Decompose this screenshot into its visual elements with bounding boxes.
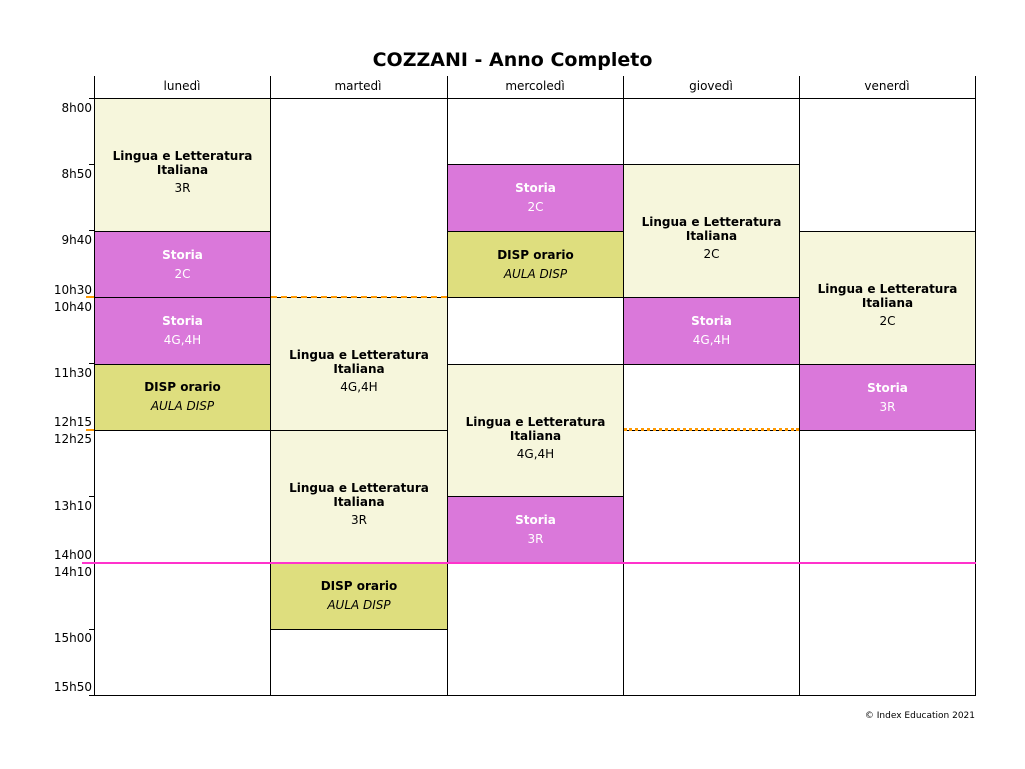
lesson-subject: DISP orario [320,579,398,593]
page-title: COZZANI - Anno Completo [372,49,653,71]
grid-line [94,695,976,696]
lesson-block[interactable]: Lingua e Letteratura Italiana 2C [799,231,976,365]
lesson-block[interactable]: Lingua e Letteratura Italiana 4G,4H [447,364,624,497]
grid-line [94,98,976,99]
lesson-class: 4G,4H [163,333,202,347]
time-label: 10h40 [53,300,92,314]
lesson-subject: Lingua e Letteratura Italiana [465,415,606,443]
break-marker [86,296,94,298]
day-header-giovedi: giovedì [689,79,733,93]
lesson-block[interactable]: Storia 4G,4H [623,297,800,365]
day-header-venerdi: venerdì [864,79,910,93]
time-label: 14h00 [53,548,92,562]
time-label: 13h10 [53,499,92,513]
lesson-subject: DISP orario [497,248,574,262]
break-marker [624,428,799,431]
lesson-block[interactable]: Storia 2C [94,231,271,298]
lesson-block[interactable]: DISP orario AULA DISP [270,563,448,630]
lesson-block[interactable]: Lingua e Letteratura Italiana 3R [270,430,448,564]
lesson-class: 2C [879,314,896,328]
lesson-subject: Lingua e Letteratura Italiana [289,481,429,509]
lesson-class: 2C [527,200,544,214]
time-label: 14h10 [53,565,92,579]
day-header-lunedi: lunedì [163,79,201,93]
lesson-class: 2C [703,247,720,261]
time-label: 9h40 [61,233,92,247]
day-header-mercoledi: mercoledì [505,79,565,93]
time-label: 10h30 [53,283,92,297]
lesson-block[interactable]: Storia 2C [447,164,624,232]
lesson-block[interactable]: Lingua e Letteratura Italiana 2C [623,164,800,298]
time-label: 8h00 [61,101,92,115]
lesson-subject: Storia [515,513,556,527]
lesson-class: 2C [174,267,191,281]
time-tick [89,98,95,99]
lesson-block[interactable]: Lingua e Letteratura Italiana 3R [94,98,271,232]
lesson-block[interactable]: DISP orario AULA DISP [94,364,271,431]
time-tick [89,496,95,497]
current-time-line [82,562,94,564]
lesson-subject: Lingua e Letteratura Italiana [289,348,429,376]
lesson-subject: Storia [867,381,908,395]
time-tick [89,230,95,231]
current-time-line [94,562,976,564]
day-header-martedi: martedì [334,79,382,93]
time-tick [89,695,95,696]
lesson-subject: Storia [162,248,203,262]
lesson-class: AULA DISP [327,598,391,612]
time-label: 12h15 [53,415,92,429]
lesson-class: 3R [351,513,367,527]
lesson-class: 4G,4H [340,380,378,394]
lesson-subject: Storia [162,314,203,328]
lesson-class: 4G,4H [692,333,731,347]
lesson-block[interactable]: Storia 3R [799,364,976,431]
lesson-subject: DISP orario [144,380,221,394]
time-tick [89,164,95,165]
break-marker [271,296,447,298]
lesson-class: AULA DISP [503,267,568,281]
time-tick [89,629,95,630]
lesson-subject: Storia [515,181,556,195]
lesson-block[interactable]: Storia 3R [447,496,624,564]
lesson-subject: Lingua e Letteratura Italiana [817,282,958,310]
lesson-class: 3R [879,400,896,414]
copyright: © Index Education 2021 [864,711,975,721]
lesson-subject: Lingua e Letteratura Italiana [112,149,253,177]
time-label: 15h00 [53,631,92,645]
time-label: 8h50 [61,167,92,181]
lesson-class: AULA DISP [150,399,215,413]
time-label: 15h50 [53,680,92,694]
lesson-class: 4G,4H [516,447,555,461]
time-tick [89,363,95,364]
time-label: 12h25 [53,432,92,446]
time-label: 11h30 [53,366,92,380]
lesson-subject: Storia [691,314,732,328]
lesson-subject: Lingua e Letteratura Italiana [641,215,782,243]
lesson-block[interactable]: Storia 4G,4H [94,297,271,365]
break-marker [86,429,94,431]
lesson-block[interactable]: DISP orario AULA DISP [447,231,624,298]
lesson-class: 3R [527,532,544,546]
lesson-block[interactable]: Lingua e Letteratura Italiana 4G,4H [270,297,448,431]
lesson-class: 3R [174,181,191,195]
